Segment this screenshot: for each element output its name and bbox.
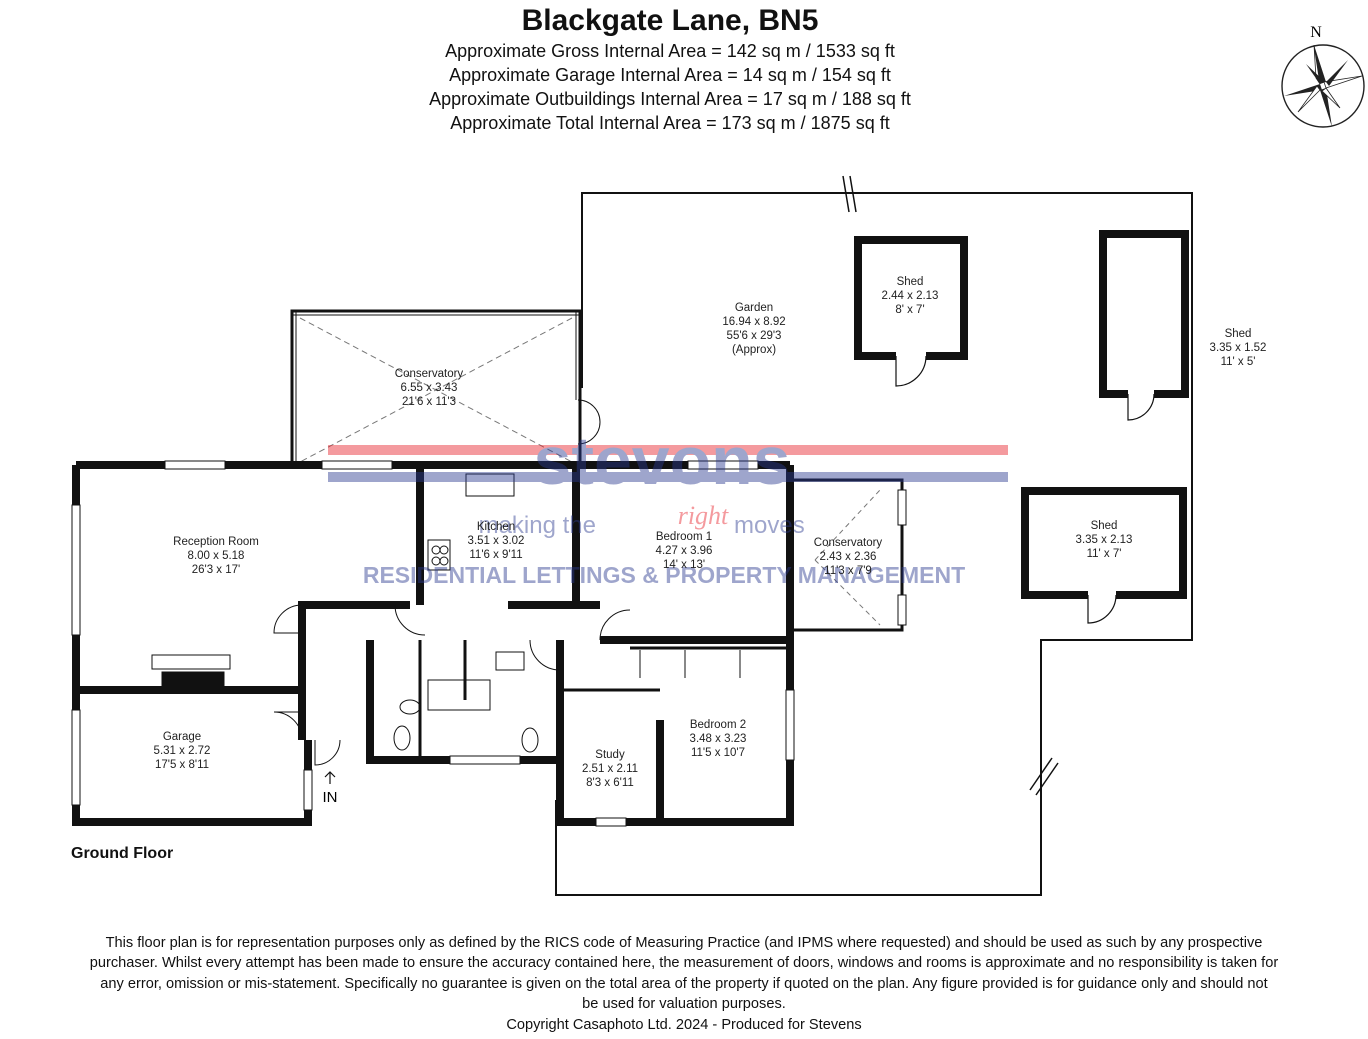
room-imperial: 21'6 x 11'3 [402, 396, 456, 408]
entrance-label: IN [323, 789, 338, 806]
room-garage: Garage 5.31 x 2.72 17'5 x 8'11 [154, 731, 211, 771]
room-name: Conservatory [814, 537, 883, 549]
watermark-tag-right: moves [734, 512, 805, 539]
disclaimer-line-4: be used for valuation purposes. [582, 996, 786, 1013]
compass-rose-icon: N [1281, 24, 1365, 128]
room-name: Conservatory [395, 368, 464, 380]
room-imperial: 8' x 7' [895, 304, 924, 316]
room-bedroom-2: Bedroom 2 3.48 x 3.23 11'5 x 10'7 [690, 719, 747, 759]
room-name: Shed [897, 276, 924, 288]
room-note: (Approx) [732, 344, 776, 356]
room-name: Bedroom 2 [690, 719, 746, 731]
disclaimer-line-3: any error, omission or mis-statement. Sp… [100, 975, 1268, 992]
room-imperial: 11' x 5' [1221, 356, 1256, 368]
room-imperial: 11'5 x 10'7 [691, 747, 745, 759]
room-metric: 2.51 x 2.11 [582, 763, 638, 775]
watermark-tag-mid: right [678, 501, 729, 530]
watermark-tag-left: making the [479, 512, 596, 539]
fixtures [151, 473, 741, 753]
room-shed-2: Shed 3.35 x 1.52 11' x 5' [1210, 328, 1267, 368]
plan-title: Blackgate Lane, BN5 [521, 4, 819, 37]
room-conservatory-small: Conservatory 2.43 x 2.36 11'3 x 7'9 [814, 537, 883, 577]
room-name: Bedroom 1 [656, 531, 712, 543]
room-reception: Reception Room 8.00 x 5.18 26'3 x 17' [173, 536, 259, 576]
room-imperial: 11' x 7' [1087, 548, 1122, 560]
room-name: Reception Room [173, 536, 259, 548]
room-name: Shed [1225, 328, 1252, 340]
garden-boundary [555, 192, 1193, 896]
shed-1 [854, 236, 968, 387]
room-name: Garage [163, 731, 201, 743]
room-name: Shed [1091, 520, 1118, 532]
floor-label: Ground Floor [71, 845, 174, 862]
room-metric: 16.94 x 8.92 [722, 316, 785, 328]
room-imperial: 14' x 13' [663, 559, 705, 571]
room-imperial: 11'3 x 7'9 [824, 565, 872, 577]
room-metric: 5.31 x 2.72 [154, 745, 211, 757]
disclaimer: This floor plan is for representation pu… [0, 933, 1368, 1035]
room-metric: 3.35 x 2.13 [1076, 534, 1133, 546]
room-bedroom-1: Bedroom 1 4.27 x 3.96 14' x 13' [656, 531, 713, 571]
room-metric: 6.55 x 3.43 [401, 382, 458, 394]
room-imperial: 11'6 x 9'11 [469, 549, 522, 561]
room-garden: Garden 16.94 x 8.92 55'6 x 29'3 (Approx) [722, 302, 785, 356]
room-name: Study [595, 749, 625, 761]
disclaimer-line-1: This floor plan is for representation pu… [105, 935, 1263, 951]
room-kitchen: Kitchen 3.51 x 3.02 11'6 x 9'11 [468, 521, 525, 561]
total-internal-area: Approximate Total Internal Area = 173 sq… [450, 113, 890, 133]
room-imperial: 26'3 x 17' [192, 564, 241, 576]
room-shed-1: Shed 2.44 x 2.13 8' x 7' [882, 276, 939, 316]
agent-watermark: stevons making the right moves RESIDENTI… [328, 423, 1008, 588]
room-imperial: 55'6 x 29'3 [727, 330, 782, 342]
room-metric: 3.35 x 1.52 [1210, 342, 1267, 354]
watermark-brand: stevons [534, 423, 791, 499]
room-name: Garden [735, 302, 773, 314]
room-imperial: 8'3 x 6'11 [586, 777, 634, 789]
shed-2 [1099, 230, 1189, 421]
room-metric: 2.43 x 2.36 [820, 551, 877, 563]
room-shed-3: Shed 3.35 x 2.13 11' x 7' [1076, 520, 1133, 560]
disclaimer-line-2: purchaser. Whilst every attempt has been… [89, 955, 1279, 972]
room-study: Study 2.51 x 2.11 8'3 x 6'11 [582, 749, 638, 789]
shed-3 [1021, 487, 1187, 624]
watermark-subtitle: RESIDENTIAL LETTINGS & PROPERTY MANAGEME… [363, 562, 965, 588]
room-metric: 3.51 x 3.02 [468, 535, 525, 547]
copyright-notice: Copyright Casaphoto Ltd. 2024 - Produced… [506, 1016, 862, 1033]
gross-internal-area: Approximate Gross Internal Area = 142 sq… [445, 41, 895, 61]
room-metric: 2.44 x 2.13 [882, 290, 939, 302]
room-imperial: 17'5 x 8'11 [155, 759, 209, 771]
compass-north-label: N [1310, 24, 1322, 41]
room-metric: 4.27 x 3.96 [656, 545, 713, 557]
garage-internal-area: Approximate Garage Internal Area = 14 sq… [449, 65, 891, 85]
room-metric: 3.48 x 3.23 [690, 733, 747, 745]
room-conservatory-main: Conservatory 6.55 x 3.43 21'6 x 11'3 [395, 368, 464, 408]
room-name: Kitchen [477, 521, 515, 533]
entrance-marker: IN [323, 771, 338, 806]
room-metric: 8.00 x 5.18 [188, 550, 245, 562]
outbuildings-internal-area: Approximate Outbuildings Internal Area =… [429, 89, 911, 109]
